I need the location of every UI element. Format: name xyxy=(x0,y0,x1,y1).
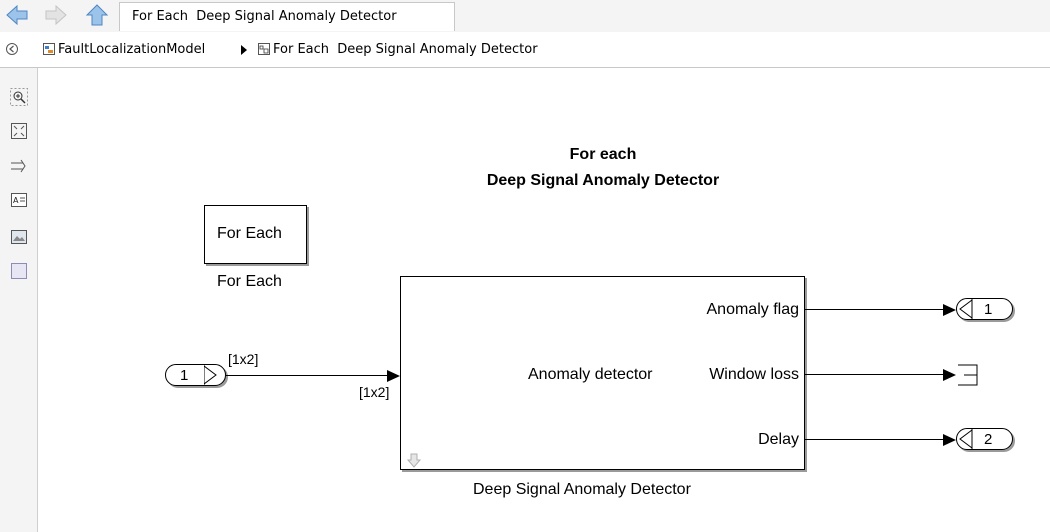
outport-2[interactable]: 2 xyxy=(956,428,1013,450)
outport-arrow-icon xyxy=(959,299,973,319)
signal-line-delay[interactable] xyxy=(805,439,943,440)
breadcrumb: FaultLocalizationModel For Each Deep Sig… xyxy=(0,32,1050,68)
subsystem-icon xyxy=(258,43,270,55)
zoom-icon[interactable] xyxy=(10,88,28,106)
foreach-indicator-icon xyxy=(407,453,421,468)
image-icon[interactable] xyxy=(10,228,28,246)
inport-1[interactable]: 1 xyxy=(165,364,226,386)
breadcrumb-separator-icon xyxy=(241,45,247,55)
inport-1-number: 1 xyxy=(180,367,189,384)
svg-text:A: A xyxy=(13,196,19,205)
inport-arrow-icon xyxy=(204,365,217,385)
terminator-block[interactable] xyxy=(956,364,980,386)
for-each-block[interactable]: For Each xyxy=(204,205,307,264)
signal-arrow-icon xyxy=(943,304,956,316)
subsystem-block[interactable]: Anomaly detector Anomaly flag Window los… xyxy=(400,276,805,470)
model-icon xyxy=(43,43,55,55)
annotation-icon[interactable]: A xyxy=(10,191,28,209)
subsystem-center-label: Anomaly detector xyxy=(528,366,653,383)
output-port-label-delay: Delay xyxy=(758,431,799,448)
tab-label: For Each Deep Signal Anomaly Detector xyxy=(132,9,397,24)
for-each-block-text: For Each xyxy=(217,225,282,242)
signal-arrow-icon xyxy=(943,369,956,381)
left-palette: A xyxy=(0,68,38,532)
subsystem-caption: Deep Signal Anomaly Detector xyxy=(473,481,691,498)
top-toolbar: For Each Deep Signal Anomaly Detector xyxy=(0,0,1050,32)
output-port-label-window-loss: Window loss xyxy=(709,366,799,383)
signal-line-input[interactable] xyxy=(226,375,387,376)
outport-arrow-icon xyxy=(959,429,973,449)
breadcrumb-item-subsystem[interactable]: For Each Deep Signal Anomaly Detector xyxy=(273,42,538,57)
output-port-label-anomaly-flag: Anomaly flag xyxy=(706,301,800,318)
signal-lines-icon[interactable] xyxy=(10,157,28,175)
signal-arrow-icon xyxy=(943,434,956,446)
signal-line-anomaly-flag[interactable] xyxy=(805,309,943,310)
signal-dim-label-out: [1x2] xyxy=(228,351,259,367)
for-each-block-caption: For Each xyxy=(217,273,282,290)
back-arrow-icon[interactable] xyxy=(4,3,30,27)
signal-line-window-loss[interactable] xyxy=(805,374,943,375)
diagram-canvas[interactable]: For each Deep Signal Anomaly Detector Fo… xyxy=(38,68,1050,532)
up-arrow-icon[interactable] xyxy=(84,3,110,27)
outport-1-number: 1 xyxy=(984,301,993,318)
breadcrumb-item-model[interactable]: FaultLocalizationModel xyxy=(58,42,206,57)
signal-dim-label-in: [1x2] xyxy=(359,384,390,400)
area-icon[interactable] xyxy=(10,262,28,280)
forward-arrow-icon[interactable] xyxy=(43,3,69,27)
signal-arrow-icon xyxy=(387,370,400,382)
hide-explorer-icon[interactable] xyxy=(5,41,19,55)
diagram-title-line2: Deep Signal Anomaly Detector xyxy=(486,172,720,189)
outport-1[interactable]: 1 xyxy=(956,298,1013,320)
outport-2-number: 2 xyxy=(984,431,993,448)
tab-model-view[interactable]: For Each Deep Signal Anomaly Detector xyxy=(119,2,455,31)
fit-view-icon[interactable] xyxy=(10,122,28,140)
diagram-title-line1: For each xyxy=(569,146,637,163)
